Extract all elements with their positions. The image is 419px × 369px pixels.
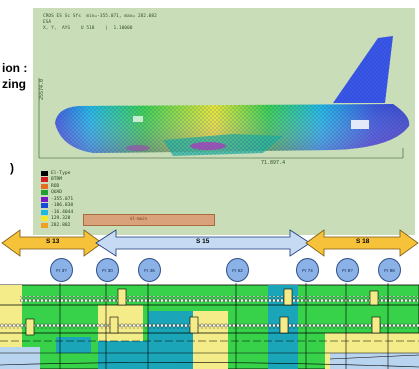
legend-bar: el-main (83, 214, 215, 226)
fem-plot-panel: CROS ES Sc Sfs min=-355.071, max= 282.08… (33, 8, 415, 235)
frame-label: Fr 88 (384, 267, 395, 273)
fem-header-line-1: CROS ES Sc Sfs min=-355.071, max= 282.08… (43, 14, 157, 19)
frame-marker: Fr 3? (50, 258, 73, 282)
legend-row: 282.882 (41, 222, 73, 229)
frame-label: Fr 3? (56, 267, 67, 273)
frame-marker: Fr 62 (226, 258, 249, 282)
frame-label: Fr 46 (144, 267, 155, 273)
section-label-s18: S 18 (356, 238, 370, 245)
annotation-line-1: ion : (2, 61, 28, 75)
legend-swatch (41, 222, 48, 228)
section-label-s13: S 13 (46, 238, 60, 245)
fem-header-line-3: X, Y, AYS U 518 | 1.10000 (43, 26, 133, 31)
legend-label: -16.4044 (51, 209, 74, 215)
legend-title-swatch (41, 170, 48, 176)
legend-row: QUAD (41, 190, 73, 197)
legend-label: -186.838 (51, 203, 74, 209)
fem-x-value: 71.897.4 (261, 160, 286, 166)
frame-marker: Fr 8? (336, 258, 359, 282)
legend-label: 129.328 (51, 216, 71, 222)
legend-swatch (41, 190, 48, 196)
section-arrows (1, 229, 419, 257)
annotation-line-3: ) (10, 161, 14, 175)
section-label-s15: S 15 (196, 238, 210, 245)
frame-label: Fr 62 (232, 267, 243, 273)
frame-label: Fr 74 (302, 267, 313, 273)
legend-row: ROD (41, 183, 73, 190)
legend-row: BTRM (41, 177, 73, 184)
legend-swatch (41, 177, 48, 183)
upper-deck-windows (20, 296, 418, 302)
fem-header-line-2: ESA (43, 20, 52, 25)
fuselage-section-diagram (0, 283, 419, 369)
legend-swatch (41, 216, 48, 222)
legend-row: -16.4044 (41, 209, 73, 216)
section-arrow-s18 (305, 229, 419, 257)
frame-marker: Fr 30 (96, 258, 119, 282)
legend-row: -186.838 (41, 203, 73, 210)
frame-marker: Fr 46 (138, 258, 161, 282)
annotation-line-2: zing (2, 77, 26, 91)
frame-label: Fr 8? (342, 267, 353, 273)
legend-swatch (41, 203, 48, 209)
legend-label: 282.882 (51, 222, 71, 228)
main-deck-windows (0, 323, 419, 329)
legend-row: 129.328 (41, 216, 73, 223)
frame-marker: Fr 88 (378, 258, 401, 282)
legend-label: QUAD (51, 190, 63, 196)
legend-label: ROD (51, 183, 60, 189)
legend-swatch (41, 196, 48, 202)
aircraft-fem-mesh (38, 36, 410, 159)
frame-label: Fr 30 (102, 267, 113, 273)
legend-bar-text: el-main (130, 216, 147, 221)
frame-marker: Fr 74 (296, 258, 319, 282)
fem-header: CROS ES Sc Sfs min=-355.071, max= 282.08… (43, 14, 157, 32)
legend-row: -355.071 (41, 196, 73, 203)
legend-swatch (41, 209, 48, 215)
left-annotation: ion : zing ) (2, 60, 28, 175)
legend-label: BTRM (51, 177, 63, 183)
legend-swatch (41, 183, 48, 189)
legend-label: -355.071 (51, 196, 74, 202)
fem-y-value: 25574.0 (39, 78, 45, 100)
legend-title: El-Type (51, 170, 71, 176)
